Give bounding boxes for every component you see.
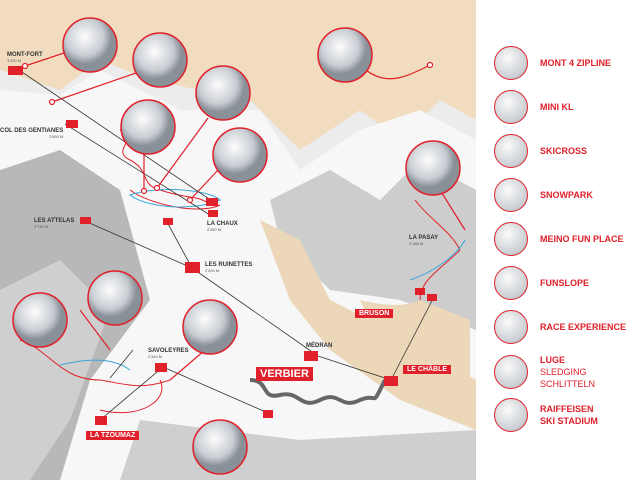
station-altitude: 3'330 M [7, 58, 22, 63]
station-altitude: 2'950 M [49, 134, 64, 139]
photo-thumbnail [494, 355, 528, 389]
station-name: SAVOLEYRES [148, 348, 189, 354]
legend-label: MINI KL [540, 102, 574, 112]
photo-thumbnail [494, 46, 528, 80]
station-name: LES RUINETTES [205, 262, 253, 268]
station-name: LES ATTELAS [34, 218, 75, 224]
station-altitude: 2'188 M [409, 241, 424, 246]
station-altitude: 2'733 M [34, 224, 49, 229]
legend-label: FUNSLOPE [540, 278, 590, 288]
station-altitude: 2'200 M [205, 268, 220, 273]
station-medran: MÉDRAN [306, 343, 333, 349]
legend-label: MONT 4 ZIPLINE [540, 58, 612, 68]
legend-label-main: SKI STADIUM [540, 416, 598, 426]
town-la-tzoumaz[interactable]: LA TZOUMAZ [86, 431, 140, 440]
legend: MONT 4 ZIPLINE MINI KL SKICROSS SNOWPARK… [476, 0, 640, 480]
photo-thumbnail [494, 134, 528, 168]
photo-thumbnail [494, 222, 528, 256]
snow-area [0, 70, 476, 480]
legend-item[interactable]: FUNSLOPE [494, 266, 589, 300]
legend-label: MEINO FUN PLACE [540, 234, 624, 244]
legend-item[interactable]: LUGE SLEDGING SCHLITTELN [494, 354, 595, 390]
legend-label: LUGE SLEDGING SCHLITTELN [540, 354, 595, 390]
legend-label: SNOWPARK [540, 190, 593, 200]
station-name: MONT-FORT [7, 52, 43, 58]
station-altitude: 2'260 M [207, 227, 222, 232]
legend-label: SKICROSS [540, 146, 588, 156]
legend-label-sub: SCHLITTELN [540, 379, 596, 389]
town-bruson[interactable]: BRUSON [355, 309, 394, 318]
station-name: LA CHAUX [207, 221, 238, 227]
photo-thumbnail [494, 178, 528, 212]
stations [8, 66, 437, 425]
map-graphic [0, 0, 476, 480]
legend-item[interactable]: MEINO FUN PLACE [494, 222, 624, 256]
station-name: COL DES GENTIANES [0, 128, 64, 134]
legend-item[interactable]: SKICROSS [494, 134, 587, 168]
legend-item[interactable]: RACE EXPERIENCE [494, 310, 626, 344]
lift-mont-fort [15, 67, 216, 204]
photo-callouts [12, 17, 461, 475]
station-altitude: 2'344 M [148, 354, 163, 359]
town-verbier[interactable]: VERBIER [256, 367, 313, 381]
photo-thumbnail [494, 266, 528, 300]
legend-label-main: LUGE [540, 355, 566, 365]
legend-label: RAIFFEISEN SKI STADIUM [540, 403, 598, 427]
legend-label-main: RAIFFEISEN [540, 404, 594, 414]
photo-thumbnail [494, 90, 528, 124]
mountain-right [270, 160, 476, 330]
legend-item[interactable]: MONT 4 ZIPLINE [494, 46, 611, 80]
town-le-chable[interactable]: LE CHÂBLE [403, 365, 452, 374]
photo-thumbnail [494, 398, 528, 432]
legend-item[interactable]: MINI KL [494, 90, 574, 124]
legend-item[interactable]: SNOWPARK [494, 178, 593, 212]
legend-label-sub: SLEDGING [540, 367, 587, 377]
legend-label: RACE EXPERIENCE [540, 322, 627, 332]
photo-thumbnail [494, 310, 528, 344]
legend-item[interactable]: RAIFFEISEN SKI STADIUM [494, 398, 598, 432]
station-name: LA PASAY [409, 235, 439, 241]
